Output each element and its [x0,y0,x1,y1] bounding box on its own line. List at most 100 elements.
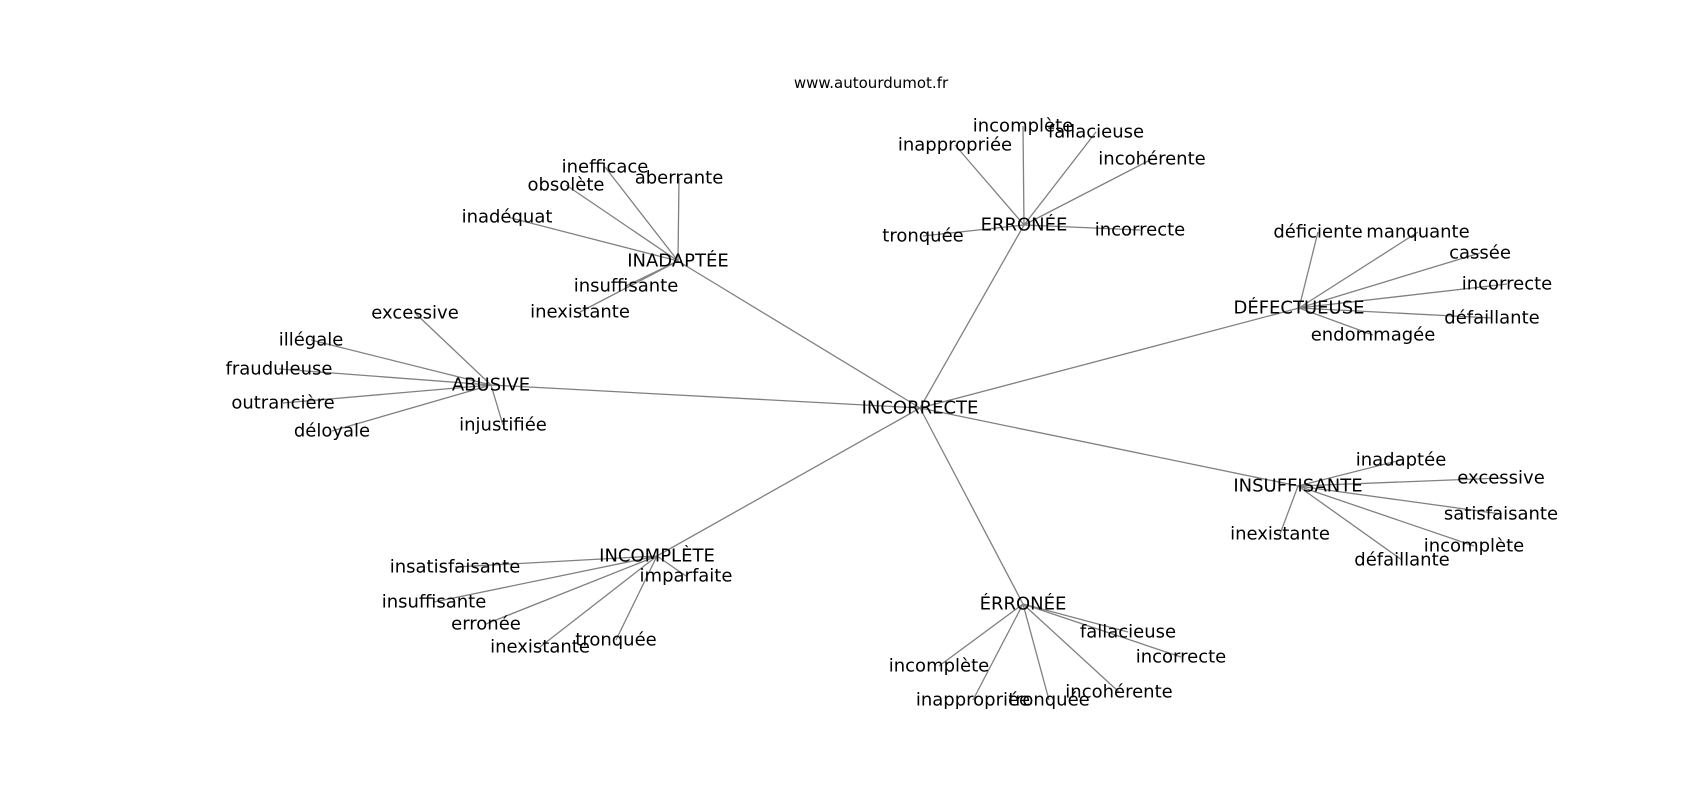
edge-hub-leaf [1297,485,1502,515]
leaf-node-label[interactable]: insuffisante [382,592,487,613]
leaf-node-label[interactable]: inefficace [562,157,649,178]
hub-node-label[interactable]: ERRONÉE [981,214,1068,236]
leaf-node-label[interactable]: déficiente [1273,222,1362,243]
edge-hub-leaf [310,339,492,386]
leaf-node-label[interactable]: incorrecte [1095,220,1186,241]
leaf-node-label[interactable]: tronquée [575,630,656,651]
edge-hub-leaf [539,555,658,648]
edge-hub-leaf [677,177,680,262]
leaf-node-label[interactable]: erronée [451,614,521,635]
leaf-node-label[interactable]: obsolète [527,175,604,196]
hub-node-label[interactable]: ÉRRONÉE [980,593,1067,615]
leaf-node-label[interactable]: excessive [371,303,459,324]
hub-node-label[interactable]: DÉFECTUEUSE [1233,297,1364,319]
edge-center-hub [919,407,1024,605]
leaf-node-label[interactable]: excessive [1457,468,1545,489]
edge-center-hub [919,307,1300,409]
leaf-node-label[interactable]: inadaptée [1356,450,1447,471]
edge-center-hub [490,384,921,409]
center-node-label[interactable]: INCORRECTE [862,398,979,419]
edge-hub-leaf [1022,125,1025,226]
edge-hub-leaf [922,224,1025,237]
edge-hub-leaf [604,166,679,262]
leaf-node-label[interactable]: inexistante [1230,524,1330,545]
leaf-node-label[interactable]: fallacieuse [1048,122,1144,143]
edge-hub-leaf [1297,477,1502,487]
leaf-node-label[interactable]: tronquée [882,226,963,247]
hub-node-label[interactable]: ABUSIVE [452,375,530,396]
edge-center-hub [919,407,1299,487]
leaf-node-label[interactable]: incorrecte [1136,647,1227,668]
hub-node-label[interactable]: INSUFFISANTE [1233,476,1362,497]
leaf-node-label[interactable]: insatisfaisante [390,557,521,578]
leaf-node-label[interactable]: inexistante [530,302,630,323]
leaf-node-label[interactable]: incomplète [889,656,990,677]
edge-hub-leaf [656,555,687,577]
edge-hub-leaf [414,312,492,386]
leaf-node-label[interactable]: inappropriée [898,135,1012,156]
edge-hub-leaf [331,384,492,432]
leaf-node-label[interactable]: injustifiée [459,415,547,436]
edge-hub-leaf [1023,158,1153,226]
leaf-node-label[interactable]: incohérente [1098,149,1205,170]
leaf-node-label[interactable]: frauduleuse [226,359,333,380]
edge-hub-leaf [972,603,1024,701]
watermark: www.autourdumot.fr [794,74,949,92]
edge-hub-leaf [1298,307,1493,319]
leaf-node-label[interactable]: manquante [1366,222,1469,243]
edge-hub-leaf [954,144,1025,226]
edge-hub-leaf [1023,131,1097,226]
leaf-node-label[interactable]: aberrante [635,168,724,189]
edge-hub-leaf [615,555,658,641]
graph-edges [278,125,1508,701]
edge-center-hub [677,260,921,409]
edge-hub-leaf [1022,603,1129,633]
edge-hub-leaf [1298,231,1319,309]
leaf-node-label[interactable]: inexistante [490,637,590,658]
edge-hub-leaf [282,384,492,404]
edge-hub-leaf [1298,231,1419,309]
leaf-node-label[interactable]: incomplète [973,116,1074,137]
edge-hub-leaf [506,216,679,262]
edge-hub-leaf [433,555,658,603]
edge-hub-leaf [1022,603,1182,658]
edge-hub-leaf [1279,485,1299,535]
hub-node-label[interactable]: INADAPTÉE [627,250,729,272]
edge-hub-leaf [1297,459,1402,487]
leaf-node-label[interactable]: insuffisante [574,276,679,297]
edge-hub-leaf [1022,603,1050,701]
leaf-node-label[interactable]: illégale [279,330,344,351]
edge-hub-leaf [938,603,1024,667]
leaf-node-label[interactable]: inadéquat [462,207,553,228]
edge-hub-leaf [579,260,679,313]
edge-hub-leaf [278,368,492,386]
edge-hub-leaf [1023,224,1141,231]
edge-hub-leaf [1297,485,1475,547]
leaf-node-label[interactable]: déloyale [294,421,370,442]
edge-center-hub [656,407,921,557]
edge-hub-leaf [1298,252,1481,309]
edge-center-hub [919,224,1025,409]
leaf-node-label[interactable]: cassée [1449,243,1511,264]
leaf-node-label[interactable]: imparfaite [640,566,733,587]
edge-hub-leaf [454,555,658,568]
leaf-node-label[interactable]: inappropriée [916,690,1030,711]
leaf-node-label[interactable]: outrancière [231,393,334,414]
leaf-node-label[interactable]: incorrecte [1462,274,1553,295]
hub-node-label[interactable]: INCOMPLÈTE [599,545,715,567]
leaf-node-label[interactable]: incohérente [1065,682,1172,703]
edge-hub-leaf [1298,283,1508,309]
edge-hub-leaf [1297,485,1403,561]
leaf-node-label[interactable]: fallacieuse [1080,622,1176,643]
leaf-node-label[interactable]: défaillante [1354,550,1449,571]
leaf-node-label[interactable]: défaillante [1444,308,1539,329]
edge-hub-leaf [1022,603,1120,693]
edge-hub-leaf [485,555,658,625]
leaf-node-label[interactable]: tronquée [1008,690,1089,711]
leaf-node-label[interactable]: endommagée [1311,325,1436,346]
leaf-node-label[interactable]: satisfaisante [1444,504,1558,525]
edge-hub-leaf [565,184,679,262]
leaf-node-label[interactable]: incomplète [1424,536,1525,557]
